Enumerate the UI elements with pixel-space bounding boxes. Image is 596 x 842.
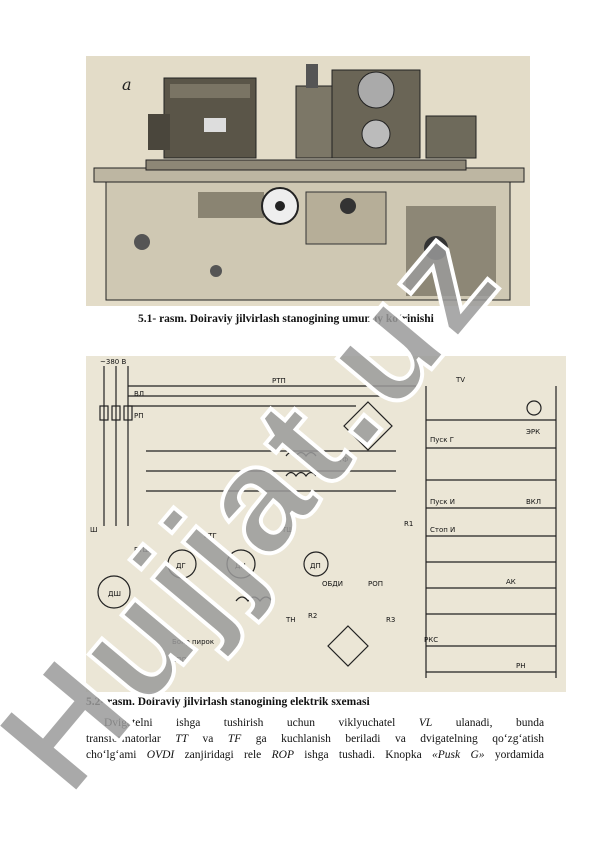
label-rtg: РТГ [204,532,217,540]
label-rks: РКС [424,636,438,644]
label-dg: ДГ [176,562,186,570]
label-rop: РОП [368,580,383,588]
word: ulanadi, [455,717,493,729]
label-tv: TV [455,376,465,384]
label-r1: R1 [404,520,413,528]
figure-caption: 5.1- rasm. Doiraviy jilvirlash stanogini… [138,313,434,325]
label-tn: ТН [285,616,296,624]
text-run: transformatorlar [86,733,176,745]
text-run: yordamida [484,749,545,761]
label-vkl: ВКЛ [526,498,541,506]
label-rtp: РТП [272,377,286,385]
electrical-schematic-figure: ~380 B ВЛ РП Ш РТШ ДШ ДГ РТГ ДН МПО Бокр… [86,356,566,692]
paragraph-line: Dvigatelni ishga tushirish uchun viklyuc… [86,715,544,731]
label-mpo: МПО [170,656,187,664]
paragraph-line: cho‘lg‘ami OVDI zanjiridagi rele ROP ish… [86,747,544,763]
text-run: ishga tushadi. Knopka [293,749,433,761]
text-run: zanjiridagi rele [174,749,272,761]
label-pusk-i: Пуск И [430,498,455,506]
word: tushirish [223,717,264,729]
label-pp: РП [134,412,144,420]
term-vl: VL [418,717,433,729]
term-tt: TT [175,733,188,745]
figure-caption: 5.2- rasm. Doiraviy jilvirlash stanogini… [86,696,370,708]
word: Dvigatelni [104,717,153,729]
machine-drawing: a [86,56,530,306]
label-ak: АК [506,578,516,586]
label-obdi: ОБДИ [322,580,343,588]
label-r2: R2 [308,612,317,620]
term-rop: ROP [271,749,294,761]
term-tf: TF [227,733,242,745]
label-sh: Ш [90,526,98,534]
label-dp: ДП [310,562,321,570]
label-bokr: Бокр пирок [172,638,214,646]
label-tsh: ТШ [281,526,294,534]
body-paragraph: Dvigatelni ishga tushirish uchun viklyuc… [86,715,544,763]
term-ovdi: OVDI [146,749,175,761]
label-stop-i: Стоп И [430,526,455,534]
term-pusk-g: «Pusk G» [432,749,485,761]
text-run: va [188,733,228,745]
label-rn: РН [516,662,526,670]
label-dn: ДН [235,562,246,570]
label-rtsh: РТШ [134,546,150,554]
label-pusk-g: Пуск Г [430,436,454,444]
word: ishga [176,717,201,729]
label-r3: R3 [386,616,395,624]
label-dsh: ДШ [108,590,121,598]
figure-letter: a [122,75,132,94]
word: viklyuchatel [338,717,396,729]
text-run: ga kuchlanish beriladi va dvigatelning q… [241,733,545,745]
paragraph-line: transformatorlar TT va TF ga kuchlanish … [86,731,544,747]
word: bunda [515,717,545,729]
schematic-drawing: ~380 B ВЛ РП Ш РТШ ДШ ДГ РТГ ДН МПО Бокр… [86,356,566,692]
supply-label: ~380 B [100,358,126,366]
machine-general-view-figure: a [86,56,530,306]
label-srk: ЭРК [526,428,540,436]
label-vl: ВЛ [134,390,144,398]
text-run: cho‘lg‘ami [86,749,147,761]
label-tf: ТФ [337,456,348,464]
word: uchun [286,717,316,729]
